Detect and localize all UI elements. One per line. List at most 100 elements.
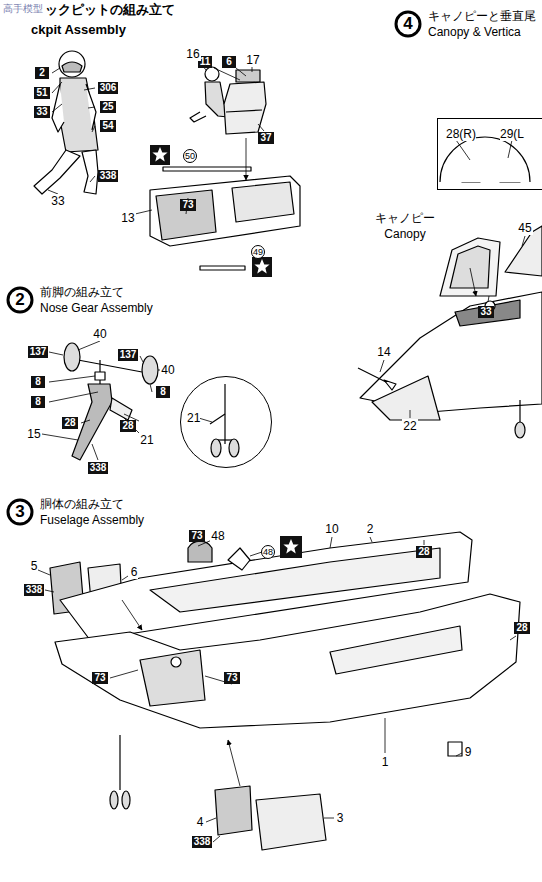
part-number: 14	[376, 345, 391, 359]
color-callout: 2	[35, 67, 49, 79]
color-callout: 137	[118, 349, 139, 361]
callout-number: 11	[200, 56, 211, 67]
decal-number: 49	[251, 245, 265, 259]
callout-number: 338	[26, 584, 43, 595]
step-title: ックピットの組み立て	[44, 3, 176, 17]
part-number: 28(R)	[446, 127, 476, 141]
part-number: 9	[464, 745, 473, 759]
callout-number: 137	[30, 346, 47, 357]
part-number: 21	[139, 433, 154, 447]
part-number: 6	[130, 565, 139, 579]
decal-number: 50	[183, 149, 197, 163]
part-number: 50	[185, 151, 195, 161]
part-number: 40	[92, 327, 107, 341]
detail-panel: 28(R) 29(L	[437, 118, 542, 190]
callout-number: 33	[480, 306, 491, 317]
color-callout: 37	[258, 132, 273, 144]
color-callout: 73	[224, 672, 239, 684]
color-callout: 6	[222, 56, 236, 68]
color-callout: 338	[192, 836, 213, 848]
callout-number: 306	[100, 82, 117, 93]
part-number: 22	[402, 419, 417, 433]
part-number: 40	[160, 363, 175, 377]
color-callout: 73	[92, 672, 107, 684]
part-number: 15	[26, 427, 41, 441]
color-callout: 51	[34, 87, 49, 99]
part-number: 2	[366, 522, 375, 536]
color-callout: 137	[28, 346, 49, 358]
color-callout: 33	[478, 306, 493, 318]
callout-number: 73	[94, 672, 105, 683]
color-callout: 8	[156, 386, 170, 398]
part-number: 49	[253, 247, 263, 257]
callout-number: 28	[418, 546, 429, 557]
step-number: 4	[394, 10, 422, 38]
callout-number: 28	[516, 622, 527, 633]
part-number: 10	[324, 522, 339, 536]
part-number: 45	[517, 221, 532, 235]
step-title: Nose Gear Assembly	[40, 301, 153, 315]
step-number: 2	[6, 286, 34, 314]
part-number: 16	[185, 47, 200, 61]
callout-number: 338	[90, 462, 107, 473]
callout-number: 338	[100, 170, 117, 181]
step-title: Canopy & Vertica	[428, 25, 521, 39]
part-number: 1	[381, 755, 390, 769]
color-callout: 28	[416, 546, 431, 558]
part-number: 48	[210, 529, 225, 543]
color-callout: 54	[100, 120, 115, 132]
part-number: 5	[30, 559, 39, 573]
color-callout: 8	[31, 376, 45, 388]
color-callout: 306	[98, 82, 119, 94]
callout-number: 6	[226, 56, 232, 67]
color-callout: 28	[120, 420, 135, 432]
callout-number: 28	[64, 417, 75, 428]
color-callout: 28	[62, 417, 77, 429]
step-title: 前脚の組み立て	[40, 285, 124, 299]
callout-number: 28	[122, 420, 133, 431]
part-number: 48	[263, 547, 273, 557]
part-number: 4	[196, 815, 205, 829]
part-number: 21	[187, 411, 200, 425]
callout-number: 8	[35, 396, 41, 407]
part-number: 33	[50, 194, 65, 208]
callout-number: 137	[120, 349, 137, 360]
step-title: 胴体の組み立て	[40, 497, 124, 511]
watermark: 高手模型	[2, 2, 44, 16]
callout-number: 8	[160, 386, 166, 397]
callout-number: 73	[191, 530, 202, 541]
part-number: 17	[245, 53, 260, 67]
color-callout: 338	[98, 170, 119, 182]
step-title: ckpit Assembly	[30, 23, 127, 37]
callout-number: 54	[102, 120, 113, 131]
part-number: Canopy	[383, 227, 426, 241]
step-header: 3 胴体の組み立て Fuselage Assembly	[6, 498, 146, 528]
part-number: 3	[336, 811, 345, 825]
callout-number: 37	[260, 132, 271, 143]
callout-number: 8	[35, 376, 41, 387]
step-title: キャノピーと垂直尾	[428, 9, 536, 23]
step-title: Fuselage Assembly	[40, 513, 144, 527]
callout-number: 51	[36, 87, 47, 98]
color-callout: 28	[514, 622, 529, 634]
part-number: 13	[120, 211, 135, 225]
detail-circle: 21	[180, 376, 272, 468]
color-callout: 25	[100, 101, 115, 113]
part-number: キャノピー	[374, 211, 436, 225]
color-callout: 33	[34, 106, 49, 118]
callout-number: 73	[226, 672, 237, 683]
color-callout: 73	[189, 530, 204, 542]
color-callout: 73	[180, 199, 195, 211]
step-header: 4 キャノピーと垂直尾 Canopy & Vertica	[394, 10, 538, 40]
callout-number: 33	[36, 106, 47, 117]
callout-number: 25	[102, 101, 113, 112]
step-number: 3	[6, 498, 34, 526]
callout-number: 73	[182, 199, 193, 210]
callout-number: 338	[194, 836, 211, 847]
step-header: 2 前脚の組み立て Nose Gear Assembly	[6, 286, 155, 316]
part-number: 29(L	[500, 127, 524, 141]
decal-number: 48	[261, 545, 275, 559]
color-callout: 8	[31, 396, 45, 408]
color-callout: 338	[88, 462, 109, 474]
callout-number: 2	[39, 67, 45, 78]
